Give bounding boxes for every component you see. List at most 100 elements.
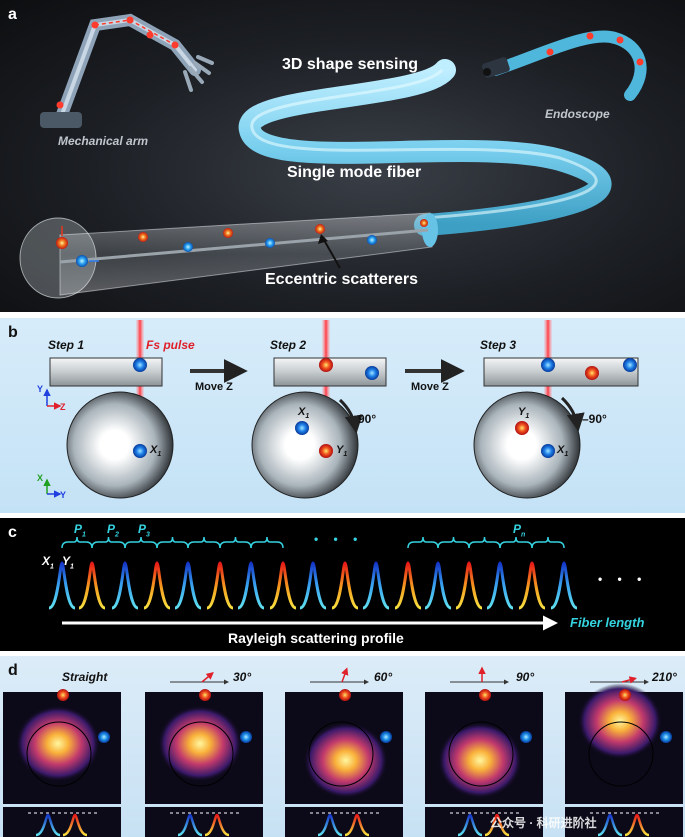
period-brace	[531, 536, 565, 549]
red-scatterer	[315, 224, 325, 234]
blue-peak	[457, 813, 483, 837]
panel-b-illustration	[43, 320, 639, 499]
intensity-heatmap	[577, 683, 662, 760]
fiber-rod-step3	[483, 357, 639, 387]
blue-scatterer	[76, 255, 88, 267]
fiber-length-label: Fiber length	[570, 615, 645, 630]
blue-peak	[174, 561, 202, 610]
fiber-core-outline	[26, 721, 92, 787]
mechanical-arm-label: Mechanical arm	[58, 134, 149, 148]
fiber-cross-section-disc	[66, 391, 174, 499]
bend-direction-arrow	[201, 672, 214, 683]
mechanical-arm-icon	[40, 13, 214, 128]
blue-peak	[317, 813, 343, 837]
blue-peak	[597, 813, 623, 837]
blue-scatterer	[98, 731, 110, 743]
ellipsis-end: • • •	[598, 572, 648, 586]
scatterer-label-y1-step3: Y1	[518, 406, 530, 421]
peak-tile	[145, 807, 263, 837]
period-brace	[499, 536, 533, 549]
fs-pulse-label: Fs pulse	[146, 338, 195, 352]
peak-label-x1: X1	[42, 554, 54, 571]
blue-scatterer	[541, 444, 555, 458]
red-peak	[206, 561, 234, 610]
blue-peak	[299, 561, 327, 610]
red-peak	[62, 813, 88, 837]
blue-scatterer	[133, 358, 147, 372]
red-peak	[624, 813, 650, 837]
blue-peak	[362, 561, 390, 610]
period-label-p1: P1	[74, 522, 86, 539]
case-label-30: 30°	[233, 670, 252, 684]
fiber-core-outline	[308, 721, 374, 787]
period-brace	[124, 536, 158, 549]
red-scatterer	[319, 358, 333, 372]
fiber-core-outline	[168, 721, 234, 787]
red-scatterer	[585, 366, 599, 380]
blue-scatterer	[367, 235, 377, 245]
blue-peak	[237, 561, 265, 610]
red-scatterer	[138, 232, 148, 242]
period-brace	[219, 536, 252, 549]
axis-y-label-top: Y	[37, 384, 44, 394]
period-brace	[437, 536, 470, 549]
intensity-heatmap	[437, 722, 522, 799]
axis-z-label-top: Z	[60, 402, 66, 412]
blue-scatterer	[623, 358, 637, 372]
period-brace	[187, 536, 221, 549]
blue-scatterer	[240, 731, 252, 743]
rotation-angle-step2: 90°	[358, 412, 377, 426]
rayleigh-profile-label: Rayleigh scattering profile	[228, 630, 404, 646]
blue-peak	[35, 813, 61, 837]
red-peak	[394, 561, 422, 610]
step-2-label: Step 2	[270, 338, 307, 352]
step-1-label: Step 1	[48, 338, 85, 352]
scatterers-label: Eccentric scatterers	[265, 271, 418, 288]
blue-peak	[486, 561, 514, 610]
blue-scatterer	[520, 731, 532, 743]
blue-scatterer	[295, 421, 309, 435]
move-z-label-1: Move Z	[195, 381, 233, 393]
rayleigh-scattering-profile-plot	[48, 536, 578, 631]
red-scatterer	[515, 421, 529, 435]
period-brace	[61, 536, 93, 549]
peak-tile	[565, 807, 683, 837]
watermark: 公众号 · 科研进阶社	[490, 816, 597, 830]
peak-label-y1: Y1	[62, 554, 74, 571]
case-label-60: 60°	[374, 670, 393, 684]
scatterer-label-y1-step2: Y1	[336, 444, 348, 459]
panel-a: a 3D shape sensing Mechanical arm Endosc…	[0, 0, 685, 312]
red-scatterer	[319, 444, 333, 458]
panel-b: b Step 1 Fs pulse Step 2 Step 3 Move Z M…	[0, 318, 685, 513]
blue-scatterer	[265, 238, 275, 248]
blue-scatterer	[183, 242, 193, 252]
case-label-straight: Straight	[62, 670, 108, 684]
blue-peak	[424, 561, 452, 610]
ellipsis-mid: • • •	[314, 532, 364, 546]
bend-direction-arrow	[621, 676, 637, 684]
red-peak	[455, 561, 483, 610]
red-peak	[204, 813, 230, 837]
period-brace	[468, 536, 501, 549]
red-scatterer	[339, 689, 351, 701]
fiber-core-outline	[588, 721, 654, 787]
blue-scatterer	[380, 731, 392, 743]
red-scatterer	[56, 237, 68, 249]
blue-peak	[111, 561, 139, 610]
panel-letter-a: a	[8, 6, 17, 23]
red-scatterer	[57, 689, 69, 701]
blue-scatterer	[365, 366, 379, 380]
endoscope-icon	[481, 30, 647, 101]
fiber-label: Single mode fiber	[287, 164, 422, 181]
panel-c: c P1 P2 P3 Pn • • • X1 Y1 • • • Rayleigh…	[0, 518, 685, 651]
intensity-heatmap	[15, 705, 100, 782]
panel-a-illustration	[19, 13, 647, 299]
panel-d: d Straight 30° 60° 90° 210° 公众号 · 科研进阶社	[0, 656, 685, 837]
red-peak	[344, 813, 370, 837]
rotation-angle-step3: –90°	[582, 412, 607, 426]
red-peak	[143, 561, 171, 610]
blue-scatterer	[660, 731, 672, 743]
blue-peak	[550, 561, 578, 610]
fiber-cross-section-disc	[473, 391, 581, 499]
move-z-label-2: Move Z	[411, 381, 449, 393]
